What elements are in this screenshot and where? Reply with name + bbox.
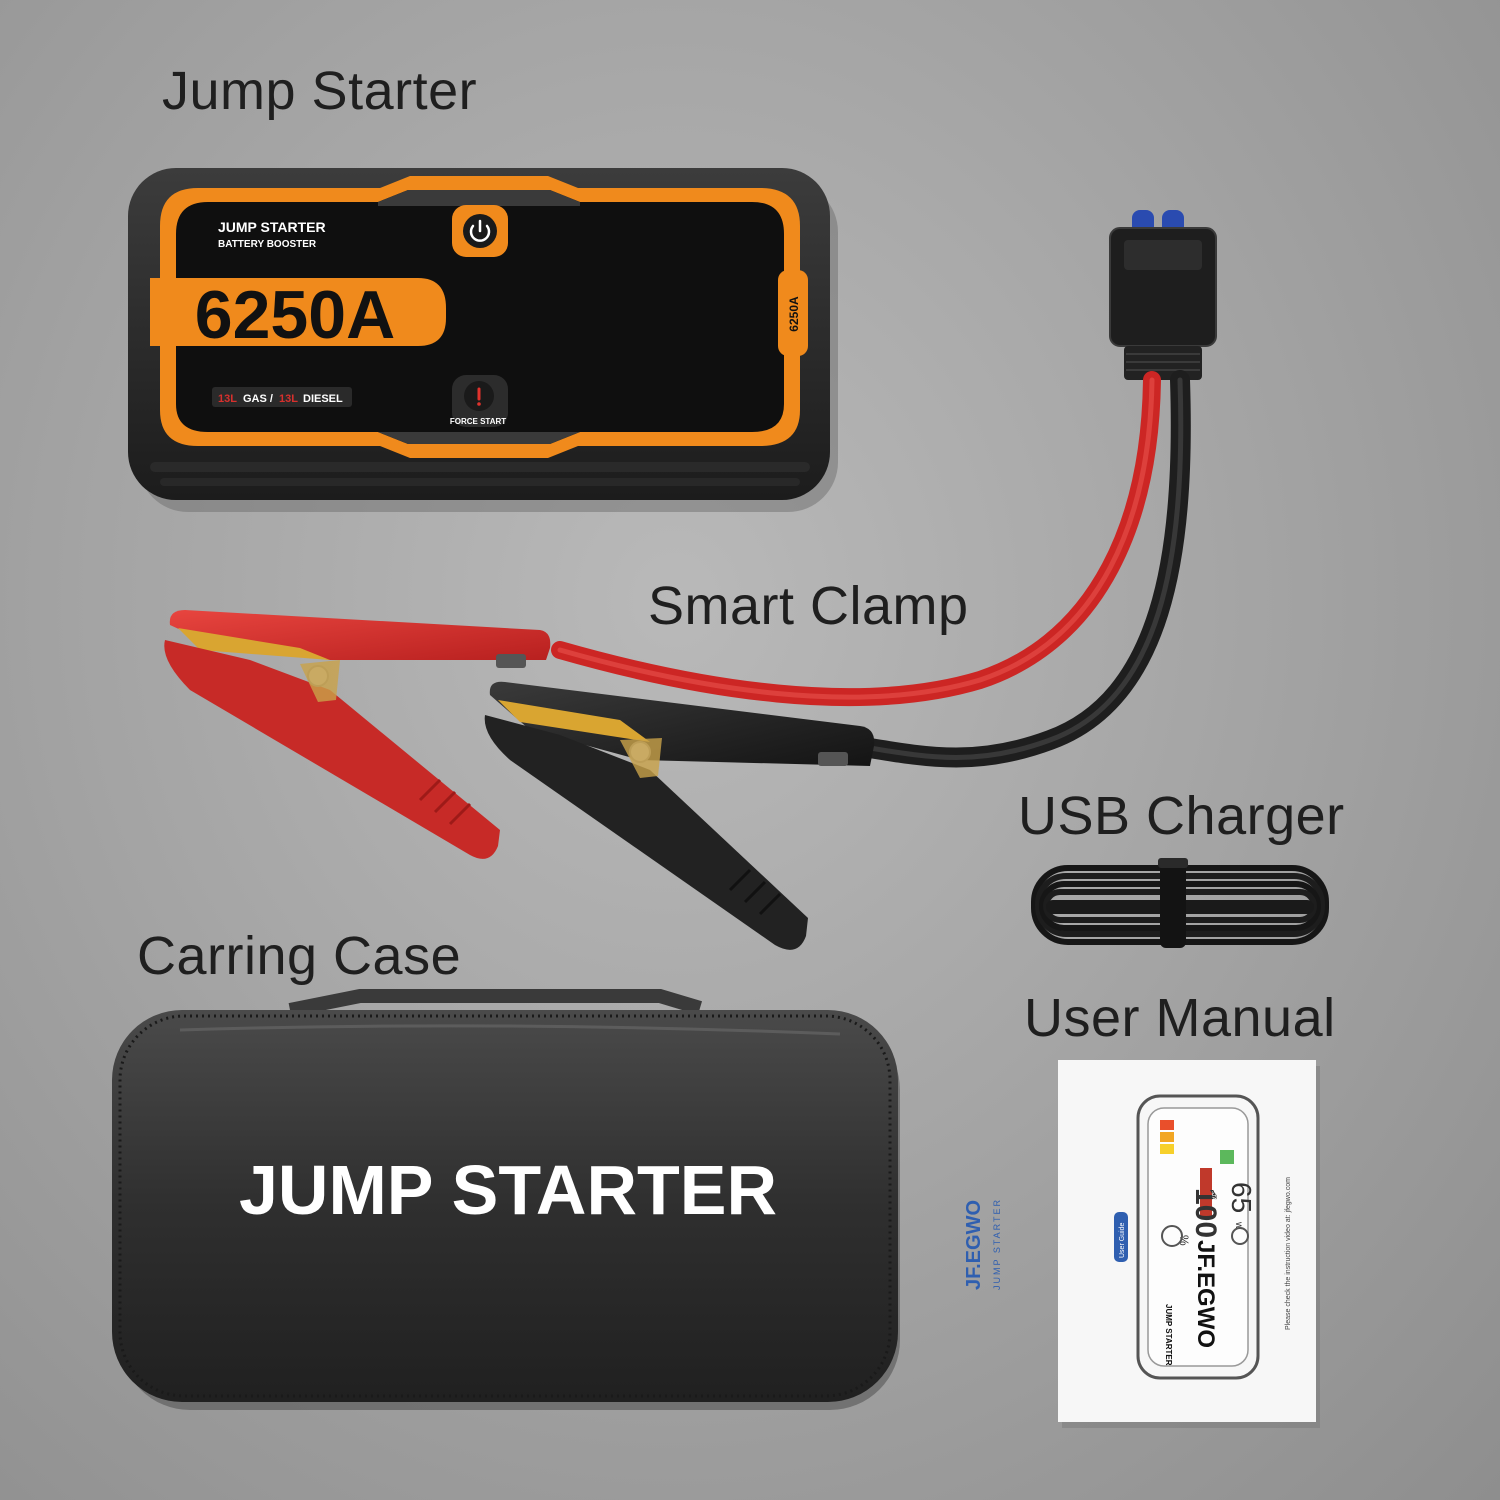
force-start-label: FORCE START (450, 417, 506, 426)
exclamation-icon (477, 387, 481, 406)
red-clamp (164, 610, 551, 859)
manual-subtitle: JUMP STARTER (992, 1198, 1002, 1290)
black-clamp (484, 681, 875, 950)
manual-light-icon (1231, 1227, 1249, 1245)
diesel-label: DIESEL (303, 393, 343, 405)
label-smart-clamp: Smart Clamp (648, 576, 969, 636)
face-panel (176, 190, 784, 444)
power-icon (469, 219, 491, 242)
manual-brand: JF.EGWO (963, 1200, 985, 1290)
side-amps-label: 6250A (787, 296, 801, 332)
jump-starter-device: 6250A JUMP STARTER BATTERY BOOSTER 13L G… (128, 168, 838, 512)
device-title: JUMP STARTER (218, 219, 326, 235)
smart-clamp-connector (1109, 210, 1217, 380)
peak-amps: 6250A (195, 277, 395, 353)
case-print: JUMP STARTER (239, 1151, 777, 1229)
manual-guide-badge-bg (1114, 1212, 1128, 1262)
label-usb-charger: USB Charger (1018, 786, 1345, 846)
device-subtitle: BATTERY BOOSTER (218, 239, 317, 250)
usb-charger-cable (1031, 858, 1329, 948)
user-manual: 100 % 65 w DO NOT START JF.EGWO JUMP STA… (963, 1060, 1320, 1428)
diesel-liters: 13L (279, 393, 298, 405)
manual-device-subtitle: JUMP STARTER (1164, 1304, 1173, 1366)
manual-device-brand: JF.EGWO (1192, 1240, 1219, 1348)
amps-band (150, 278, 446, 346)
manual-watts: 65 (1226, 1182, 1257, 1213)
manual-guide-badge: User Guide (1119, 1222, 1126, 1258)
force-start-button[interactable]: FORCE START (450, 375, 508, 427)
label-carring-case: Carring Case (137, 926, 462, 986)
manual-battery-percent: 100 (1189, 1188, 1222, 1238)
engine-badge (212, 387, 352, 407)
gas-label: GAS / (243, 393, 273, 405)
manual-warning-strip: DO NOT START (1210, 1170, 1216, 1207)
manual-watts-unit: w (1233, 1221, 1244, 1230)
carrying-case: JUMP STARTER (112, 989, 900, 1410)
gas-liters: 13L (218, 393, 237, 405)
manual-power-icon (1161, 1225, 1183, 1247)
side-tab (778, 270, 808, 356)
power-button[interactable] (452, 205, 508, 257)
label-user-manual: User Manual (1024, 988, 1336, 1048)
case-body (112, 1010, 898, 1402)
manual-video-note: Please check the instruction video at: j… (1285, 1177, 1292, 1330)
manual-percent-sign: % (1177, 1235, 1191, 1246)
label-jump-starter: Jump Starter (162, 61, 478, 121)
